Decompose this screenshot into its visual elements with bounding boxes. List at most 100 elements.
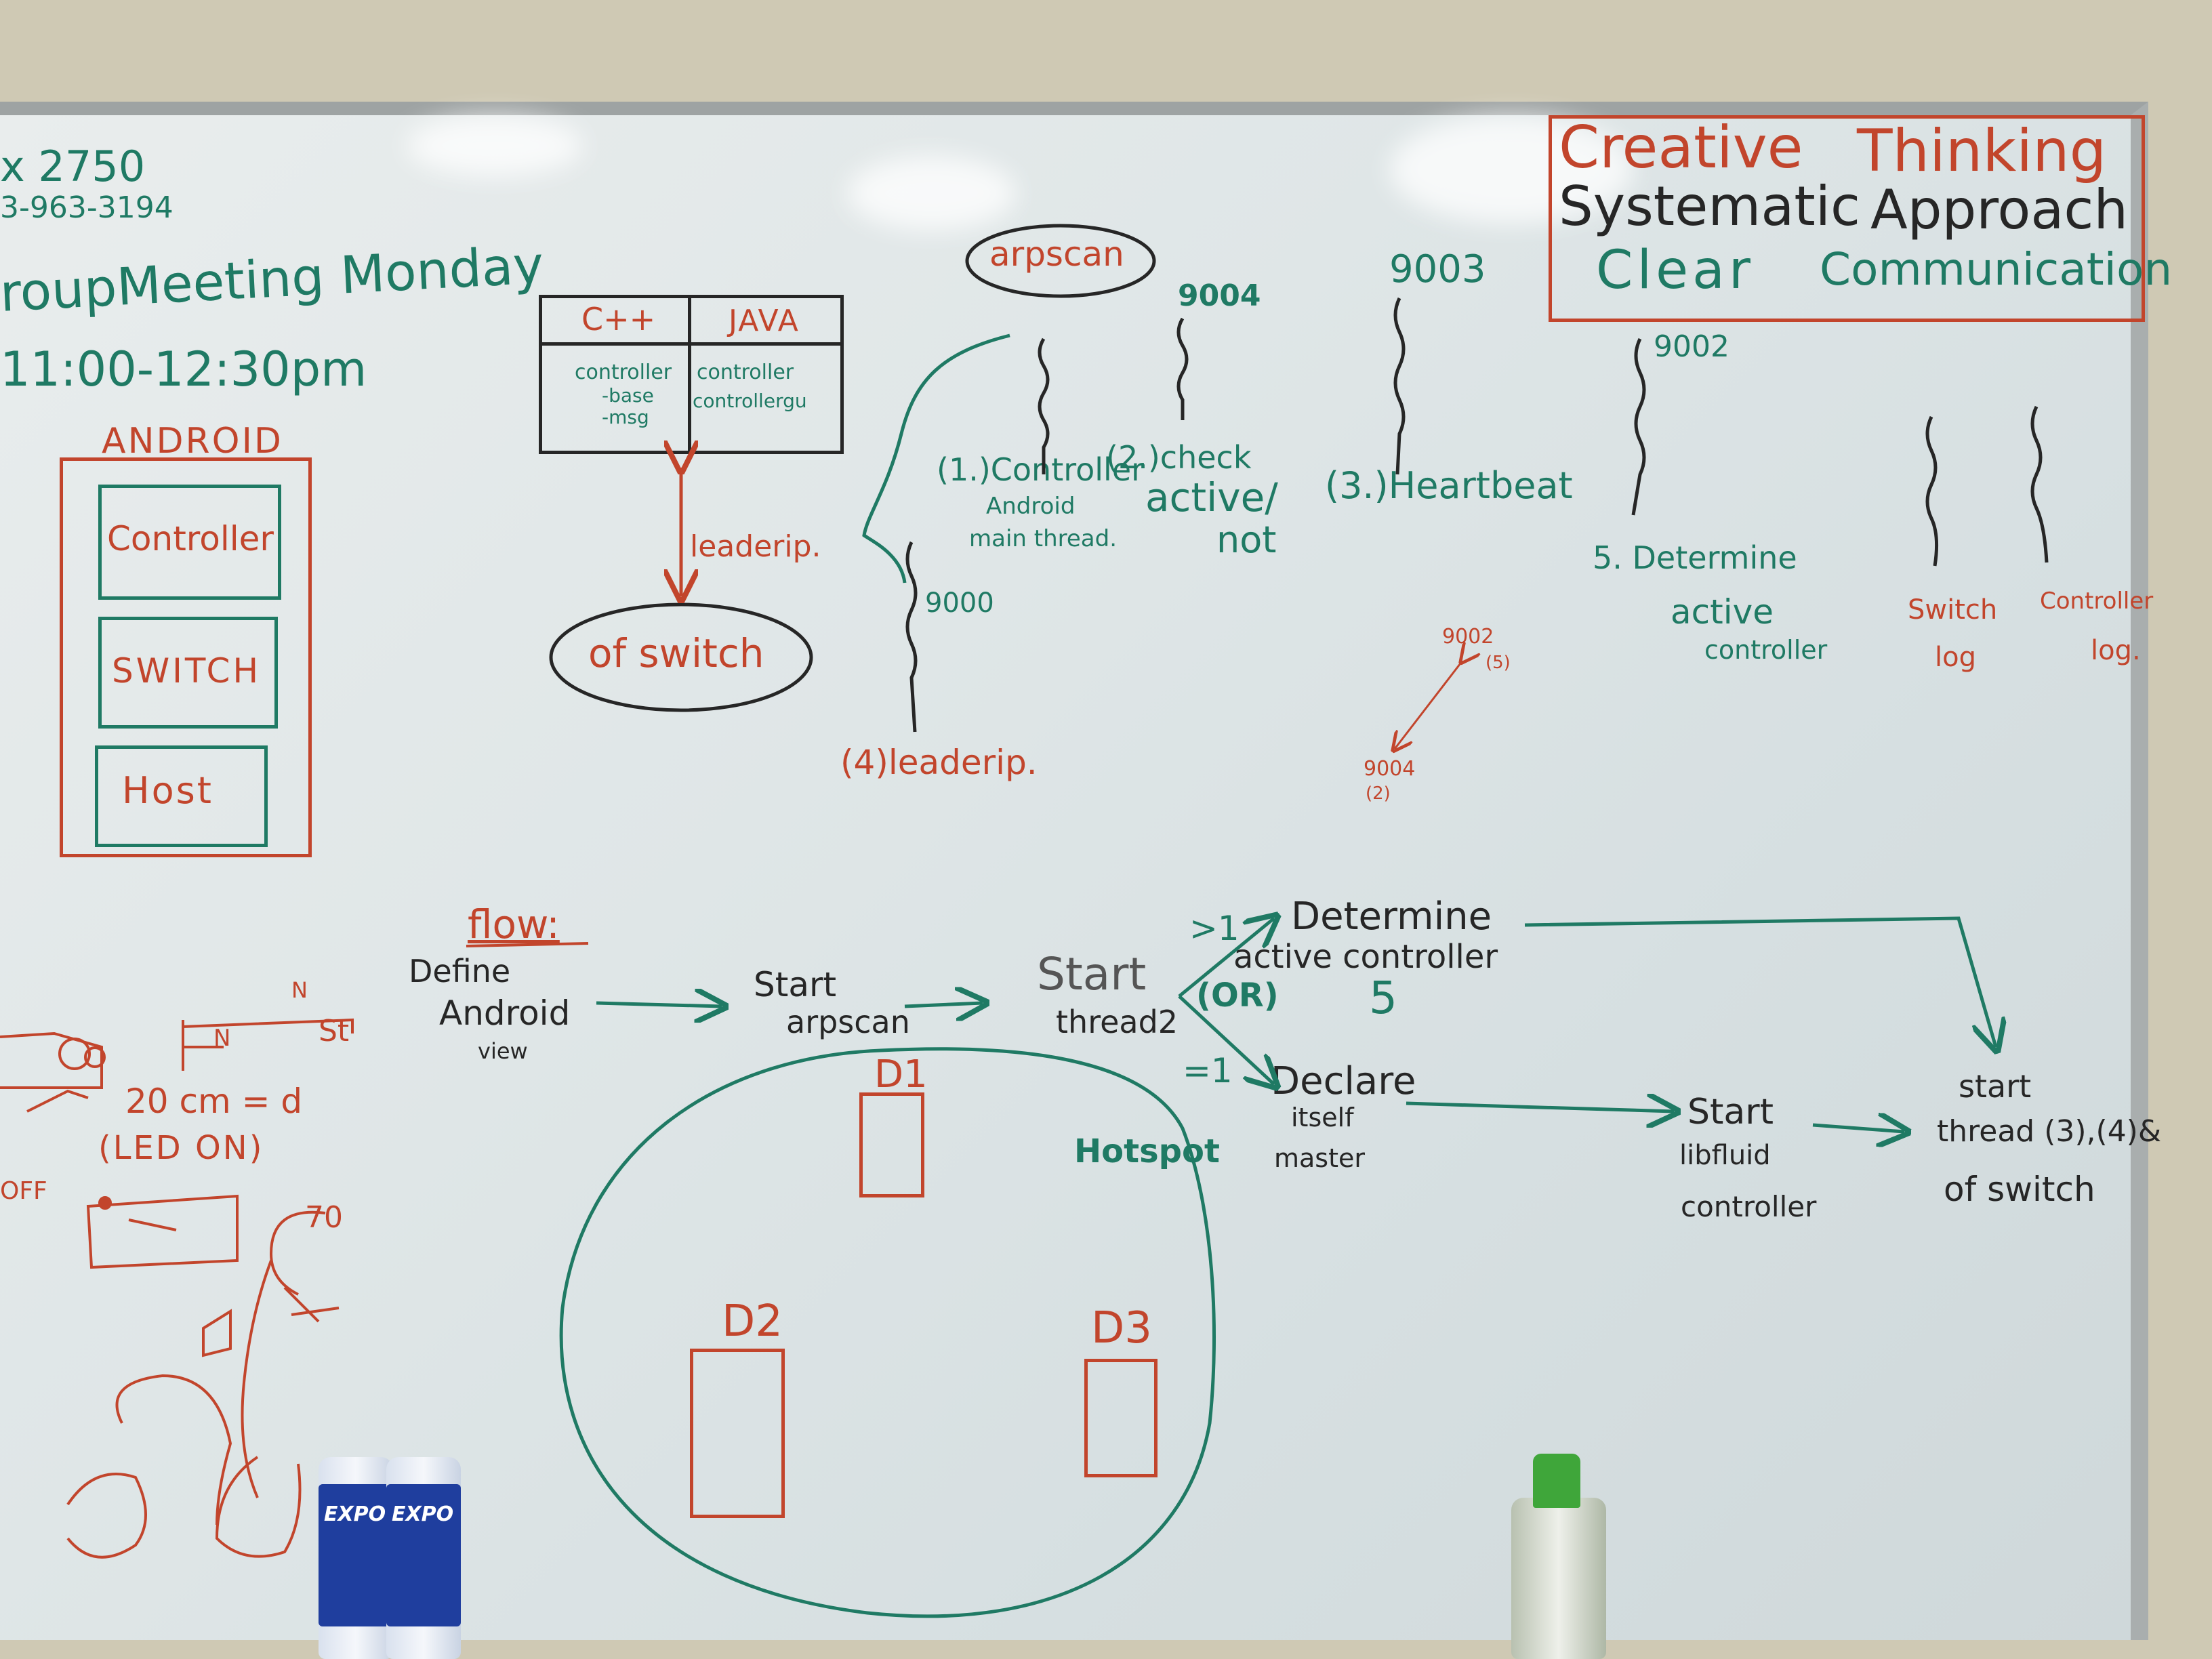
flow-gt1: >1	[1189, 909, 1240, 948]
meeting-time: 11:00-12:30pm	[0, 342, 367, 397]
flow-libfluid-line3: controller	[1681, 1190, 1817, 1223]
lang-header-java: JAVA	[729, 304, 800, 338]
mini-arrow-top-sub: (5)	[1486, 653, 1511, 673]
thread2-line3: not	[1216, 518, 1277, 561]
android-item-switch-label: SWITCH	[112, 651, 262, 691]
flow-libfluid-line1: Start	[1687, 1092, 1774, 1132]
flow-branch-down	[1178, 995, 1274, 1084]
flow-final-line3: of switch	[1944, 1170, 2095, 1209]
port-9004: 9004	[1178, 279, 1261, 313]
flow-eq1: =1	[1183, 1051, 1233, 1090]
device-d1	[859, 1092, 924, 1197]
squiggle-thread2	[1176, 317, 1189, 420]
squiggle-thread4	[905, 541, 918, 733]
flow-arrow-determine-to-final	[1524, 916, 1996, 1047]
of-switch-label: of switch	[588, 630, 764, 676]
lang-java-controller: controller	[697, 361, 794, 384]
controller-log-line2: log.	[2091, 635, 2141, 666]
thread2-line1: (2.)check	[1106, 439, 1252, 476]
flow-or: (OR)	[1196, 977, 1279, 1015]
lang-header-cpp: C++	[581, 301, 656, 337]
flow-declare-line2: itself	[1291, 1103, 1354, 1132]
flow-declare-line3: master	[1274, 1143, 1366, 1173]
lang-cpp-msg: -msg	[602, 406, 649, 428]
hotspot-circle	[559, 1047, 1216, 1618]
squiggle-thread5	[1631, 337, 1646, 516]
light-glare-center	[847, 156, 1017, 230]
squiggle-thread3	[1393, 297, 1406, 475]
flow-step1-line2: Android	[439, 994, 571, 1033]
motto-approach: Approach	[1870, 178, 2129, 241]
spray-bottle-right-label	[386, 1484, 461, 1626]
device-d3	[1084, 1359, 1158, 1477]
motto-thinking: Thinking	[1857, 117, 2107, 185]
flow-title: flow:	[468, 901, 560, 947]
sketch-led-on: (LED ON)	[98, 1129, 264, 1167]
of-switch-ellipse	[549, 602, 813, 712]
flow-step2-line1: Start	[754, 965, 837, 1004]
android-item-host-label: Host	[122, 769, 213, 812]
motto-box	[1549, 115, 2145, 322]
lang-cpp-controller: controller	[575, 361, 672, 384]
thread5-line2: active	[1671, 592, 1774, 632]
android-box	[60, 457, 312, 857]
thread4-leaderip: (4)leaderip.	[840, 743, 1038, 782]
port-9000: 9000	[925, 588, 994, 619]
flow-step3-line2: thread2	[1056, 1004, 1179, 1040]
device-d1-label: D1	[874, 1052, 928, 1097]
arpscan-ellipse	[965, 224, 1156, 298]
light-glare-right	[1389, 115, 1633, 224]
flow-arrow-declare-to-libfluid	[1406, 1103, 1674, 1111]
mini-arrow-bottom-sub: (2)	[1366, 783, 1391, 804]
lang-table-col-rule	[688, 295, 691, 454]
android-item-switch	[98, 617, 278, 729]
flow-branch-up	[1178, 918, 1274, 998]
sanitizer-cap	[1533, 1454, 1580, 1508]
sketch-distance: 20 cm = d	[125, 1082, 303, 1121]
phone-ext: x 2750	[0, 142, 146, 191]
flow-step1-line3: view	[478, 1038, 528, 1064]
android-title: ANDROID	[102, 421, 283, 462]
thread3-heartbeat: (3.)Heartbeat	[1325, 464, 1573, 507]
device-d2	[690, 1349, 785, 1518]
mini-arrow-bottom: 9004	[1364, 757, 1416, 781]
bottle-brand-right: EXPO	[392, 1502, 454, 1526]
spray-bottle-left-label	[319, 1484, 393, 1626]
switch-log-line2: log	[1935, 642, 1976, 673]
sketch-seventy: 70	[305, 1200, 343, 1235]
hotspot-label: Hotspot	[1074, 1132, 1220, 1170]
flow-final-line2: thread (3),(4)&	[1937, 1114, 2162, 1149]
thread2-line2: active/	[1145, 474, 1278, 520]
lang-table-header-rule	[539, 342, 844, 346]
flow-declare-line1: Declare	[1271, 1059, 1416, 1103]
controller-log-line1: Controller	[2040, 588, 2154, 615]
squiggle-controller-log	[2030, 405, 2049, 563]
flow-determine-line1: Determine	[1291, 895, 1492, 939]
thread5-line3: controller	[1704, 635, 1828, 665]
motto-creative: Creative	[1559, 114, 1803, 182]
thread-brace	[862, 333, 1010, 583]
motto-systematic: Systematic	[1559, 175, 1860, 238]
sketch-off: OFF	[0, 1177, 47, 1205]
thread1-line2: Android	[986, 493, 1076, 520]
sketch-n-top: N	[291, 977, 308, 1003]
android-item-controller-label: Controller	[107, 519, 274, 558]
mini-double-arrow	[1395, 661, 1462, 749]
squiggle-switch-log	[1925, 415, 1939, 567]
thread1-line1: (1.)Controller	[937, 451, 1145, 488]
motto-communication: Communication	[1820, 243, 2173, 295]
android-item-host	[95, 745, 268, 847]
flow-libfluid-line2: libfluid	[1679, 1140, 1771, 1171]
android-item-controller	[98, 485, 281, 600]
device-d2-label: D2	[722, 1296, 783, 1347]
phone-number: 3-963-3194	[0, 190, 173, 225]
device-d3-label: D3	[1091, 1303, 1152, 1353]
port-9003: 9003	[1389, 247, 1486, 291]
bottle-brand-left: EXPO	[324, 1502, 386, 1526]
arpscan-label: arpscan	[989, 234, 1124, 274]
whiteboard	[0, 102, 2148, 1640]
port-9002: 9002	[1654, 329, 1729, 364]
switch-log-line1: Switch	[1908, 594, 1998, 626]
flow-step2-line2: arpscan	[786, 1004, 910, 1040]
